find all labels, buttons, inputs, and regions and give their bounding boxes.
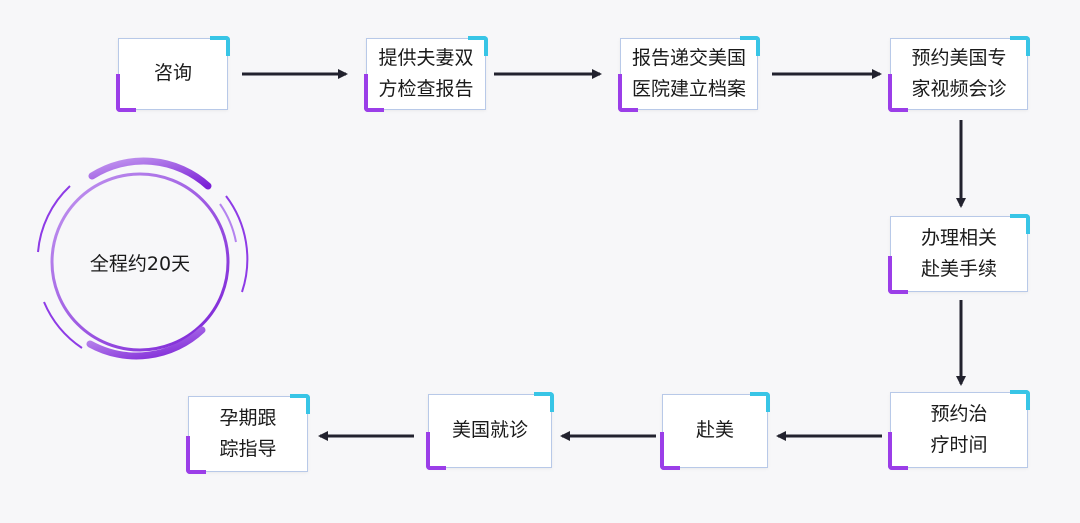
step-us-visit-label: 美国就诊 (451, 419, 528, 442)
step-schedule-treatment: 预约治 疗时间 (888, 390, 1030, 470)
step-hospital-file-label: 报告递交美国 医院建立档案 (631, 46, 746, 100)
step-submit-reports: 提供夫妻双 方检查报告 (364, 36, 488, 112)
step-us-visit: 美国就诊 (426, 392, 554, 470)
duration-label: 全程约20天 (89, 252, 191, 275)
step-procedures: 办理相关 赴美手续 (888, 214, 1030, 294)
duration-ring-graphic (37, 157, 249, 360)
step-procedures-label: 办理相关 赴美手续 (920, 226, 997, 280)
step-submit-reports-label: 提供夫妻双 方检查报告 (378, 46, 474, 100)
step-schedule-treatment-label: 预约治 疗时间 (930, 402, 988, 456)
step-video-consult: 预约美国专 家视频会诊 (888, 36, 1030, 112)
step-consult-label: 咨询 (153, 62, 192, 85)
step-go-usa-label: 赴美 (695, 419, 734, 442)
step-hospital-file: 报告递交美国 医院建立档案 (618, 36, 760, 112)
step-video-consult-label: 预约美国专 家视频会诊 (911, 46, 1007, 100)
step-pregnancy-guidance: 孕期跟 踪指导 (186, 394, 310, 474)
step-consult: 咨询 (116, 36, 230, 112)
step-pregnancy-guidance-label: 孕期跟 踪指导 (219, 406, 277, 460)
step-go-usa: 赴美 (660, 392, 770, 470)
